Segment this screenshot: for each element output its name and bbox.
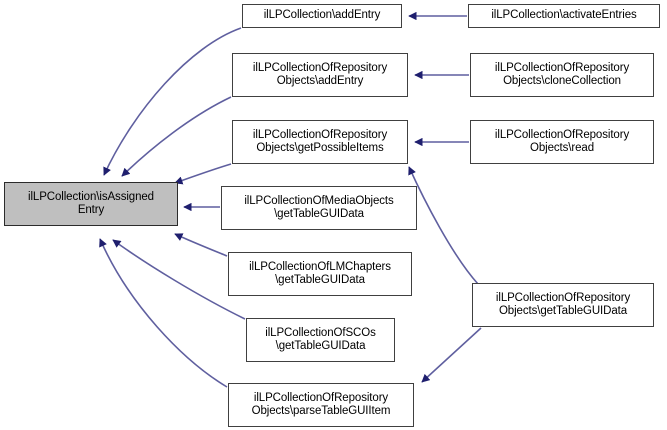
node-ilLPCollectionOfRepositoryObjects-getTableGUIData[interactable]: ilLPCollectionOfRepository Objects\getTa… [472, 283, 654, 327]
node-label: ilLPCollectionOfRepository Objects\getPo… [252, 128, 388, 155]
node-ilLPCollectionOfMediaObjects-getTableGUIData[interactable]: ilLPCollectionOfMediaObjects \getTableGU… [221, 186, 417, 230]
edge-repo-gettablegui-to-getPossibleItems [408, 166, 479, 285]
node-ilLPCollectionOfSCOs-getTableGUIData[interactable]: ilLPCollectionOfSCOs \getTableGUIData [246, 318, 395, 362]
node-label: ilLPCollectionOfRepository Objects\read [494, 128, 630, 155]
node-ilLPCollection-addEntry[interactable]: ilLPCollection\addEntry [242, 4, 402, 28]
edge-addEntry-to-isAssignedEntry [103, 27, 242, 176]
edge-repo-gettablegui-to-parsetablegui [421, 327, 482, 383]
edge-lmchapters-gettablegui-to-isAssignedEntry [174, 233, 228, 257]
node-ilLPCollectionOfRepositoryObjects-addEntry[interactable]: ilLPCollectionOfRepository Objects\addEn… [232, 53, 408, 97]
node-label: ilLPCollection\isAssigned Entry [28, 190, 154, 217]
node-label: ilLPCollection\addEntry [263, 9, 381, 22]
edge-repo-addEntry-to-isAssignedEntry [121, 96, 232, 177]
node-label: ilLPCollectionOfRepository Objects\getTa… [495, 291, 631, 318]
node-label: ilLPCollectionOfRepository Objects\parse… [251, 391, 391, 418]
edge-parsetablegui-to-isAssignedEntry [99, 238, 228, 388]
node-label: ilLPCollectionOfMediaObjects \getTableGU… [244, 194, 394, 221]
node-label: ilLPCollection\activateEntries [491, 9, 637, 22]
node-ilLPCollectionOfRepositoryObjects-getPossibleItems[interactable]: ilLPCollectionOfRepository Objects\getPo… [232, 120, 408, 164]
node-ilLPCollectionOfRepositoryObjects-parseTableGUIItem[interactable]: ilLPCollectionOfRepository Objects\parse… [228, 383, 414, 427]
node-label: ilLPCollectionOfRepository Objects\addEn… [252, 61, 388, 88]
edge-getPossibleItems-to-isAssignedEntry [174, 163, 232, 185]
node-ilLPCollection-activateEntries[interactable]: ilLPCollection\activateEntries [468, 4, 660, 28]
node-label: ilLPCollectionOfLMChapters \getTableGUID… [249, 260, 391, 287]
node-ilLPCollectionOfRepositoryObjects-read[interactable]: ilLPCollectionOfRepository Objects\read [470, 120, 654, 164]
node-ilLPCollectionOfLMChapters-getTableGUIData[interactable]: ilLPCollectionOfLMChapters \getTableGUID… [228, 252, 412, 296]
edge-scos-gettablegui-to-isAssignedEntry [112, 239, 246, 320]
node-ilLPCollection-isAssignedEntry[interactable]: ilLPCollection\isAssigned Entry [4, 182, 178, 226]
node-label: ilLPCollectionOfSCOs \getTableGUIData [265, 326, 376, 353]
node-ilLPCollectionOfRepositoryObjects-cloneCollection[interactable]: ilLPCollectionOfRepository Objects\clone… [470, 53, 654, 97]
node-label: ilLPCollectionOfRepository Objects\clone… [494, 61, 630, 88]
